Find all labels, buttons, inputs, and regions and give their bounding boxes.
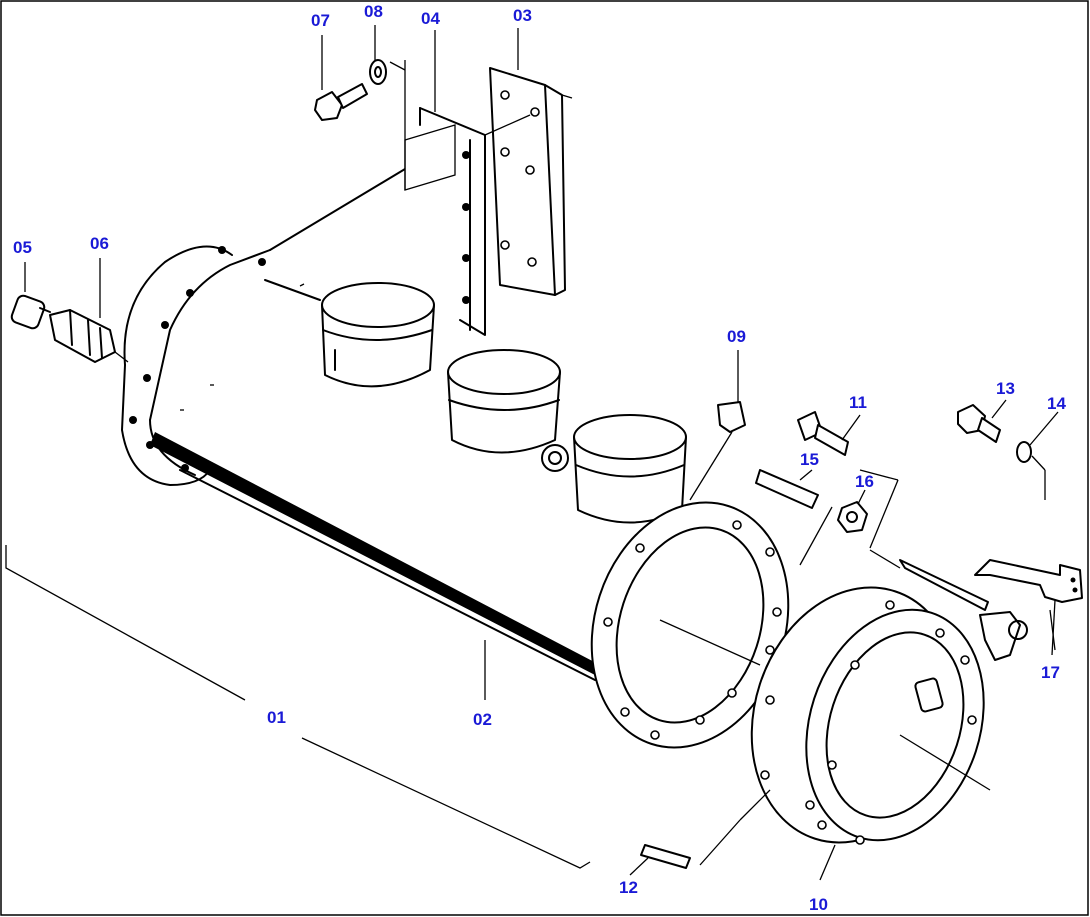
roll-pin: [640, 789, 771, 869]
tank-body: [121, 159, 600, 681]
screw-socket: [797, 411, 849, 456]
callout-14: 14: [1047, 394, 1066, 413]
bolt-flanged: [957, 404, 1001, 443]
callout-labels: 07 08 04 03 05 06 09 11 13 14 15 16 17 0…: [13, 2, 1066, 914]
clamp-bar: [484, 67, 573, 296]
callout-04: 04: [421, 9, 440, 28]
leader-lines: [24, 25, 1059, 881]
callout-07: 07: [311, 11, 330, 30]
callout-05: 05: [13, 238, 32, 257]
end-cover: [750, 586, 991, 845]
boss-cylinder-1: [321, 282, 435, 388]
callout-10: 10: [809, 895, 828, 914]
callout-01: 01: [267, 708, 286, 727]
callout-15: 15: [800, 450, 819, 469]
callout-11: 11: [849, 393, 867, 412]
bolt-hex: [314, 83, 368, 121]
fitting-cap: [10, 294, 51, 330]
front-flange-ring: [590, 501, 790, 749]
callout-12: 12: [619, 878, 638, 897]
callout-03: 03: [513, 6, 532, 25]
mounting-bracket: [974, 559, 1083, 603]
washer: [369, 59, 387, 85]
plug: [689, 401, 746, 501]
assembly-bracket-01: [5, 545, 591, 869]
strap-valve: [859, 469, 1056, 661]
callout-06: 06: [90, 234, 109, 253]
bracket-plate: [389, 60, 486, 336]
callout-02: 02: [473, 710, 492, 729]
fitting-coupling: [49, 309, 129, 363]
boss-cylinder-2: [447, 349, 569, 472]
callout-09: 09: [727, 327, 746, 346]
hex-nut: [837, 501, 868, 533]
centre-line: [659, 619, 761, 666]
boss-cylinder-3: [573, 414, 687, 524]
callout-13: 13: [996, 379, 1015, 398]
stud: [755, 469, 833, 566]
callout-16: 16: [855, 472, 874, 491]
spring-washer: [1016, 441, 1046, 500]
callout-08: 08: [364, 2, 383, 21]
callout-17: 17: [1041, 663, 1060, 682]
